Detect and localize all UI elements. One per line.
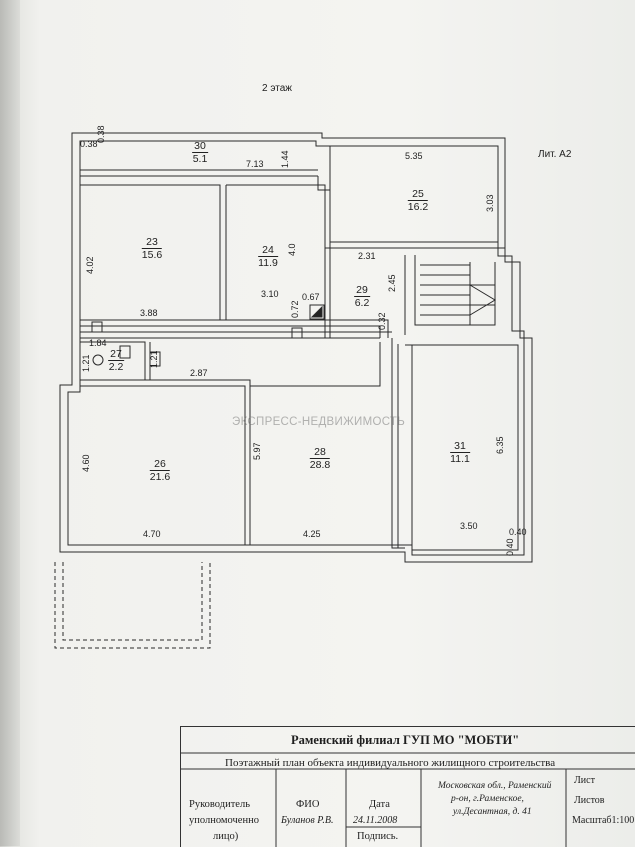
sign-label: Подпись. — [357, 831, 399, 842]
dim-label: 5.35 — [405, 151, 423, 161]
dim-label: 3.50 — [460, 521, 478, 531]
dim-label: 1.44 — [280, 150, 290, 168]
fio-value: Буланов Р.В. — [281, 815, 334, 826]
dim-label: 0.40 — [505, 538, 515, 556]
head-title: уполномоченно — [189, 815, 259, 826]
address-line: Московская обл., Раменский — [438, 781, 552, 791]
address-line: р-он, г.Раменское, — [451, 794, 524, 804]
head-title: Руководитель — [189, 799, 250, 810]
dim-label: 4.70 — [143, 529, 161, 539]
dim-label: 4.60 — [81, 454, 91, 472]
dim-label: 0.67 — [302, 292, 320, 302]
dim-label: 0.72 — [290, 300, 300, 318]
title-block: Раменский филиал ГУП МО "МОБТИ" Поэтажны… — [180, 726, 635, 847]
date-value: 24.11.2008 — [353, 815, 398, 826]
binder-edge — [0, 0, 20, 846]
dim-label: 0.38 — [96, 125, 106, 143]
dim-label: 1.84 — [89, 338, 107, 348]
dim-label: 1.21 — [149, 350, 159, 368]
dim-label: 3.10 — [261, 289, 279, 299]
head-title: лицо) — [213, 831, 239, 842]
plan-subtitle: Поэтажный план объекта индивидуального ж… — [225, 757, 556, 769]
dim-label: 2.31 — [358, 251, 376, 261]
dim-label: 1.21 — [81, 354, 91, 372]
dim-label: 0.32 — [377, 312, 387, 330]
fio-label: ФИО — [296, 799, 320, 810]
watermark: ЭКСПРЕСС-НЕДВИЖИМОСТЬ — [232, 416, 406, 428]
date-label: Дата — [369, 799, 390, 810]
org-name: Раменский филиал ГУП МО "МОБТИ" — [291, 733, 520, 747]
dim-label: 6.35 — [495, 436, 505, 454]
scale-label: Масштаб1:100 — [572, 815, 635, 826]
dim-label: 2.45 — [387, 274, 397, 292]
dim-label: 0.38 — [80, 139, 98, 149]
dim-label: 0.40 — [509, 527, 527, 537]
dim-label: 5.97 — [252, 442, 262, 460]
dim-label: 3.88 — [140, 308, 158, 318]
dim-label: 3.03 — [485, 194, 495, 212]
sheet-label: Лист — [574, 775, 595, 786]
sheets-label: Листов — [574, 795, 605, 806]
dim-label: 2.87 — [190, 368, 208, 378]
dim-label: 4.0 — [287, 243, 297, 256]
dim-label: 7.13 — [246, 159, 264, 169]
dim-label: 4.25 — [303, 529, 321, 539]
dim-label: 4.02 — [85, 256, 95, 274]
address-line: ул.Десантная, д. 41 — [453, 807, 532, 817]
lit-label: Лит. А2 — [538, 149, 572, 160]
floor-label: 2 этаж — [262, 83, 292, 94]
